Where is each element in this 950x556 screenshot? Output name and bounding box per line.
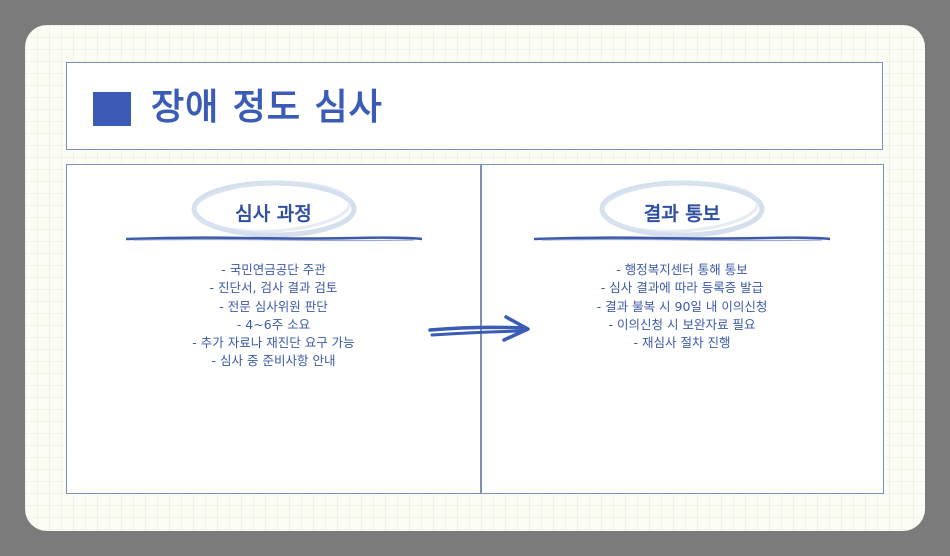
list-item: - 결과 불복 시 90일 내 이의신청: [596, 298, 768, 314]
section-title: 심사 과정: [235, 203, 312, 225]
list-item: - 이의신청 시 보완자료 필요: [608, 316, 756, 332]
content-box: 심사 과정 - 국민연금공단 주관 - 진단서, 검사 결과 검토 - 전문 심…: [66, 164, 884, 494]
item-list: - 행정복지센터 통해 통보 - 심사 결과에 따라 등록증 발급 - 결과 불…: [481, 261, 883, 352]
brush-ellipse-icon: [125, 180, 422, 242]
section-result-notice: 결과 통보 - 행정복지센터 통해 통보 - 심사 결과에 따라 등록증 발급 …: [481, 165, 883, 493]
list-item: - 진단서, 검사 결과 검토: [209, 280, 338, 296]
section-title: 결과 통보: [643, 203, 721, 225]
square-icon: [93, 92, 131, 126]
section-heading: 결과 통보: [532, 177, 832, 247]
list-item: - 추가 자료나 재진단 요구 가능: [192, 335, 355, 351]
list-item: - 심사 결과에 따라 등록증 발급: [600, 280, 764, 296]
list-item: - 행정복지센터 통해 통보: [616, 262, 748, 277]
list-item: - 심사 중 준비사항 안내: [211, 353, 336, 369]
list-item: - 전문 심사위원 판단: [219, 298, 328, 314]
item-list: - 국민연금공단 주관 - 진단서, 검사 결과 검토 - 전문 심사위원 판단…: [67, 261, 480, 371]
list-item: - 국민연금공단 주관: [221, 262, 326, 277]
section-heading: 심사 과정: [124, 177, 424, 247]
brush-ellipse-icon: [533, 180, 831, 242]
page-title: 장애 정도 심사: [151, 87, 383, 128]
right-arrow-icon: [428, 315, 530, 342]
section-review-process: 심사 과정 - 국민연금공단 주관 - 진단서, 검사 결과 검토 - 전문 심…: [67, 165, 480, 493]
list-item: - 재심사 절차 진행: [633, 335, 731, 351]
header-box: 장애 정도 심사: [66, 62, 883, 150]
list-item: - 4~6주 소요: [236, 316, 311, 332]
